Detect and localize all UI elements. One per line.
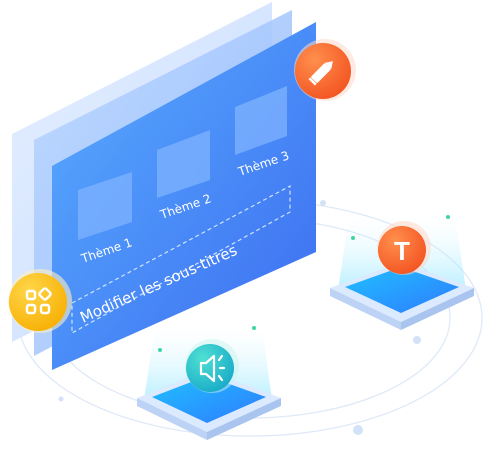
theme-thumbnail-3[interactable] [235,86,287,155]
grid-apps-icon [25,287,52,315]
edit-badge[interactable] [294,39,356,101]
audio-pad [137,326,281,440]
theme-thumbnail-1[interactable] [78,172,132,240]
theme-thumbnail-2[interactable] [157,130,210,198]
orbit-dots [58,200,421,435]
pencil-icon [308,61,333,86]
speaker-icon [199,354,226,383]
text-badge[interactable]: T [377,221,431,275]
apps-badge[interactable] [8,269,72,333]
text-t-icon: T [394,236,410,266]
subtitle-edit-box[interactable] [71,184,291,335]
audio-badge[interactable] [185,339,239,393]
text-pad: T [330,215,474,330]
